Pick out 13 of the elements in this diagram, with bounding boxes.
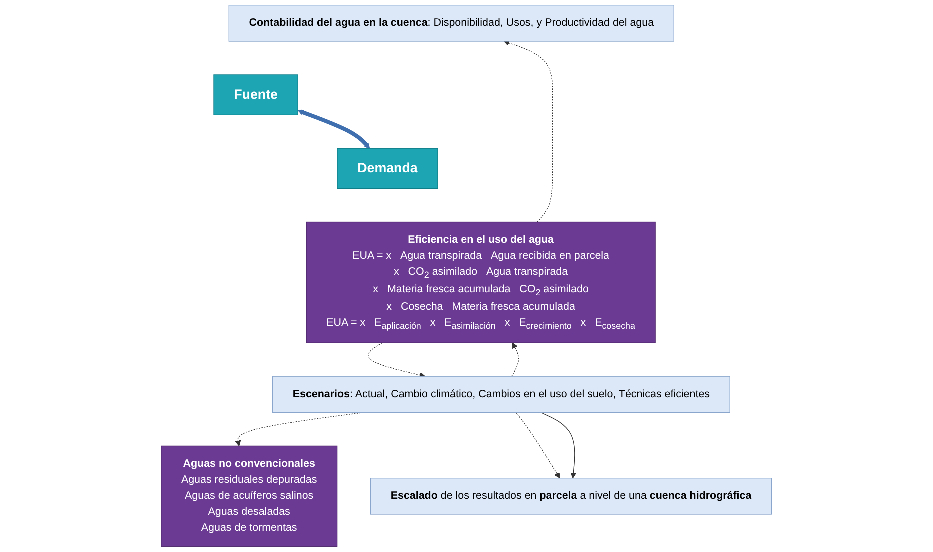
node-box: Escenarios: Actual, Cambio climático, Cambios en el uso del suelo, Técnicas eficientes: [272, 376, 730, 414]
node-box: Fuente: [214, 74, 298, 116]
node-box: Escalado de los resultados en parcela a nivel de una cuenca hidrográfica: [370, 478, 772, 515]
arrow: [516, 412, 560, 479]
arrow: [504, 40, 554, 223]
arrow: [368, 342, 426, 378]
node-box: Eficiencia en el uso del agua EUA = x Agua transpirada Agua recibida en parcela x CO$_{2}$ asimilado Agua transpirada x Materia fresca acumulada CO$_{2}$ asimilado x Cosecha Materia fresca acumulada EUA = x E$_{aplicación}$ x E$_{asimilación}$ x E$_{crecimiento}$ x E$_{cosecha}$: [306, 222, 656, 344]
arrow: [298, 110, 370, 149]
node-box: Contabilidad del agua en la cuenca: Disponibilidad, Usos, y Productividad del agua: [228, 5, 674, 42]
node-box: Aguas no convencionales Aguas residuales depuradas Aguas de acuíferos salinos Aguas desaladas Aguas de tormentas: [160, 446, 338, 547]
arrow: [540, 412, 576, 479]
node-box: Demanda: [337, 148, 438, 190]
arrow: [511, 342, 519, 377]
